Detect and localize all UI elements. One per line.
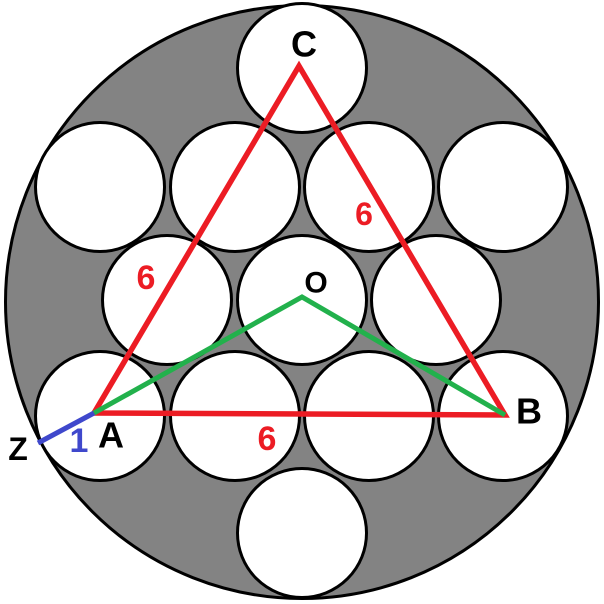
label-side-CB: 6 [355, 196, 373, 232]
packed-circle-2 [34, 121, 166, 253]
label-point-C: C [291, 24, 317, 65]
label-point-A: A [98, 415, 124, 456]
packed-circle-6 [101, 234, 233, 366]
packed-circle-3 [169, 121, 301, 253]
label-point-O: O [304, 267, 327, 300]
packed-circle-13 [236, 467, 368, 599]
path-AOB [92, 294, 507, 418]
label-point-Z: Z [8, 431, 28, 467]
triangle-ACB [89, 60, 510, 418]
label-length-AZ: 1 [70, 422, 89, 460]
packed-circle-5 [437, 121, 569, 253]
label-point-B: B [516, 391, 542, 432]
label-side-CA: 6 [137, 259, 156, 297]
segment-AZ [36, 410, 96, 446]
label-side-AB: 6 [258, 420, 277, 458]
packed-circle-7 [236, 234, 368, 366]
